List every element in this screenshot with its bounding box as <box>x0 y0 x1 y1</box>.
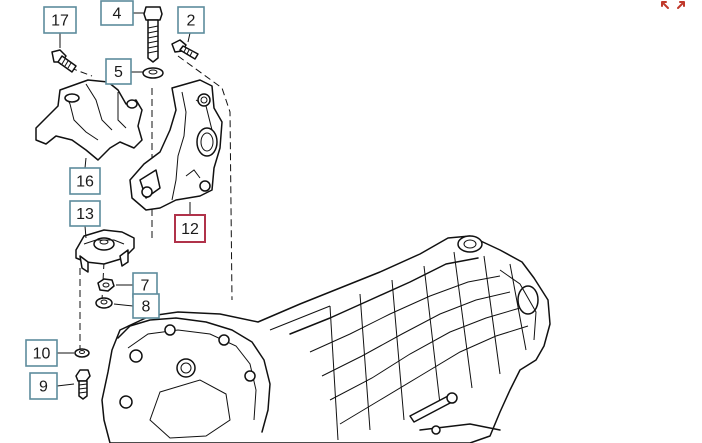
part-label-box <box>25 339 58 367</box>
transmission-housing-part[interactable] <box>101 235 551 443</box>
part-label-16[interactable]: 16 <box>69 167 101 195</box>
washer-10-part[interactable] <box>74 348 90 358</box>
part-label-number: 13 <box>76 206 94 223</box>
part-label-10[interactable]: 10 <box>25 339 58 367</box>
part-label-13[interactable]: 13 <box>69 200 101 227</box>
part-label-7[interactable]: 7 <box>132 272 158 298</box>
expand-arrows-icon[interactable] <box>658 0 688 14</box>
nut-part[interactable] <box>97 278 115 292</box>
bolt-9-part[interactable] <box>75 369 91 400</box>
part-label-number: 10 <box>33 346 51 363</box>
part-label-number: 2 <box>187 13 196 30</box>
part-label-12[interactable]: 12 <box>174 214 206 243</box>
mount-bracket-part[interactable] <box>129 79 223 211</box>
bolt-small-part[interactable] <box>171 39 199 60</box>
washer-8-part[interactable] <box>95 297 113 309</box>
part-label-box <box>69 167 101 195</box>
bolt-long-part[interactable] <box>143 6 163 63</box>
part-label-number: 17 <box>51 13 69 30</box>
part-label-box <box>29 372 58 400</box>
part-label-number: 12 <box>181 221 199 238</box>
part-label-number: 4 <box>113 6 122 23</box>
part-label-5[interactable]: 5 <box>105 58 132 85</box>
part-label-box <box>69 200 101 227</box>
part-label-number: 16 <box>76 174 94 191</box>
part-label-number: 5 <box>114 64 123 81</box>
bolt-17-part[interactable] <box>51 49 77 73</box>
part-labels: 17 4 2 5 16 13 12 7 8 10 9 <box>25 0 206 400</box>
washer-part[interactable] <box>142 67 164 79</box>
part-label-number: 9 <box>39 379 48 396</box>
leader-lines <box>56 12 191 387</box>
part-label-box <box>177 6 205 34</box>
heat-shield-part[interactable] <box>35 79 143 161</box>
rubber-mount-part[interactable] <box>75 229 135 273</box>
part-label-8[interactable]: 8 <box>132 293 160 319</box>
part-label-box <box>100 0 134 26</box>
part-label-2[interactable]: 2 <box>177 6 205 34</box>
part-label-17[interactable]: 17 <box>43 6 77 34</box>
part-label-4[interactable]: 4 <box>100 0 134 26</box>
part-label-box <box>174 214 206 243</box>
part-label-number: 8 <box>142 299 151 316</box>
part-label-number: 7 <box>141 278 150 295</box>
part-label-9[interactable]: 9 <box>29 372 58 400</box>
part-label-box <box>132 272 158 298</box>
part-label-box <box>105 58 132 85</box>
part-label-box <box>43 6 77 34</box>
part-label-box <box>132 293 160 319</box>
